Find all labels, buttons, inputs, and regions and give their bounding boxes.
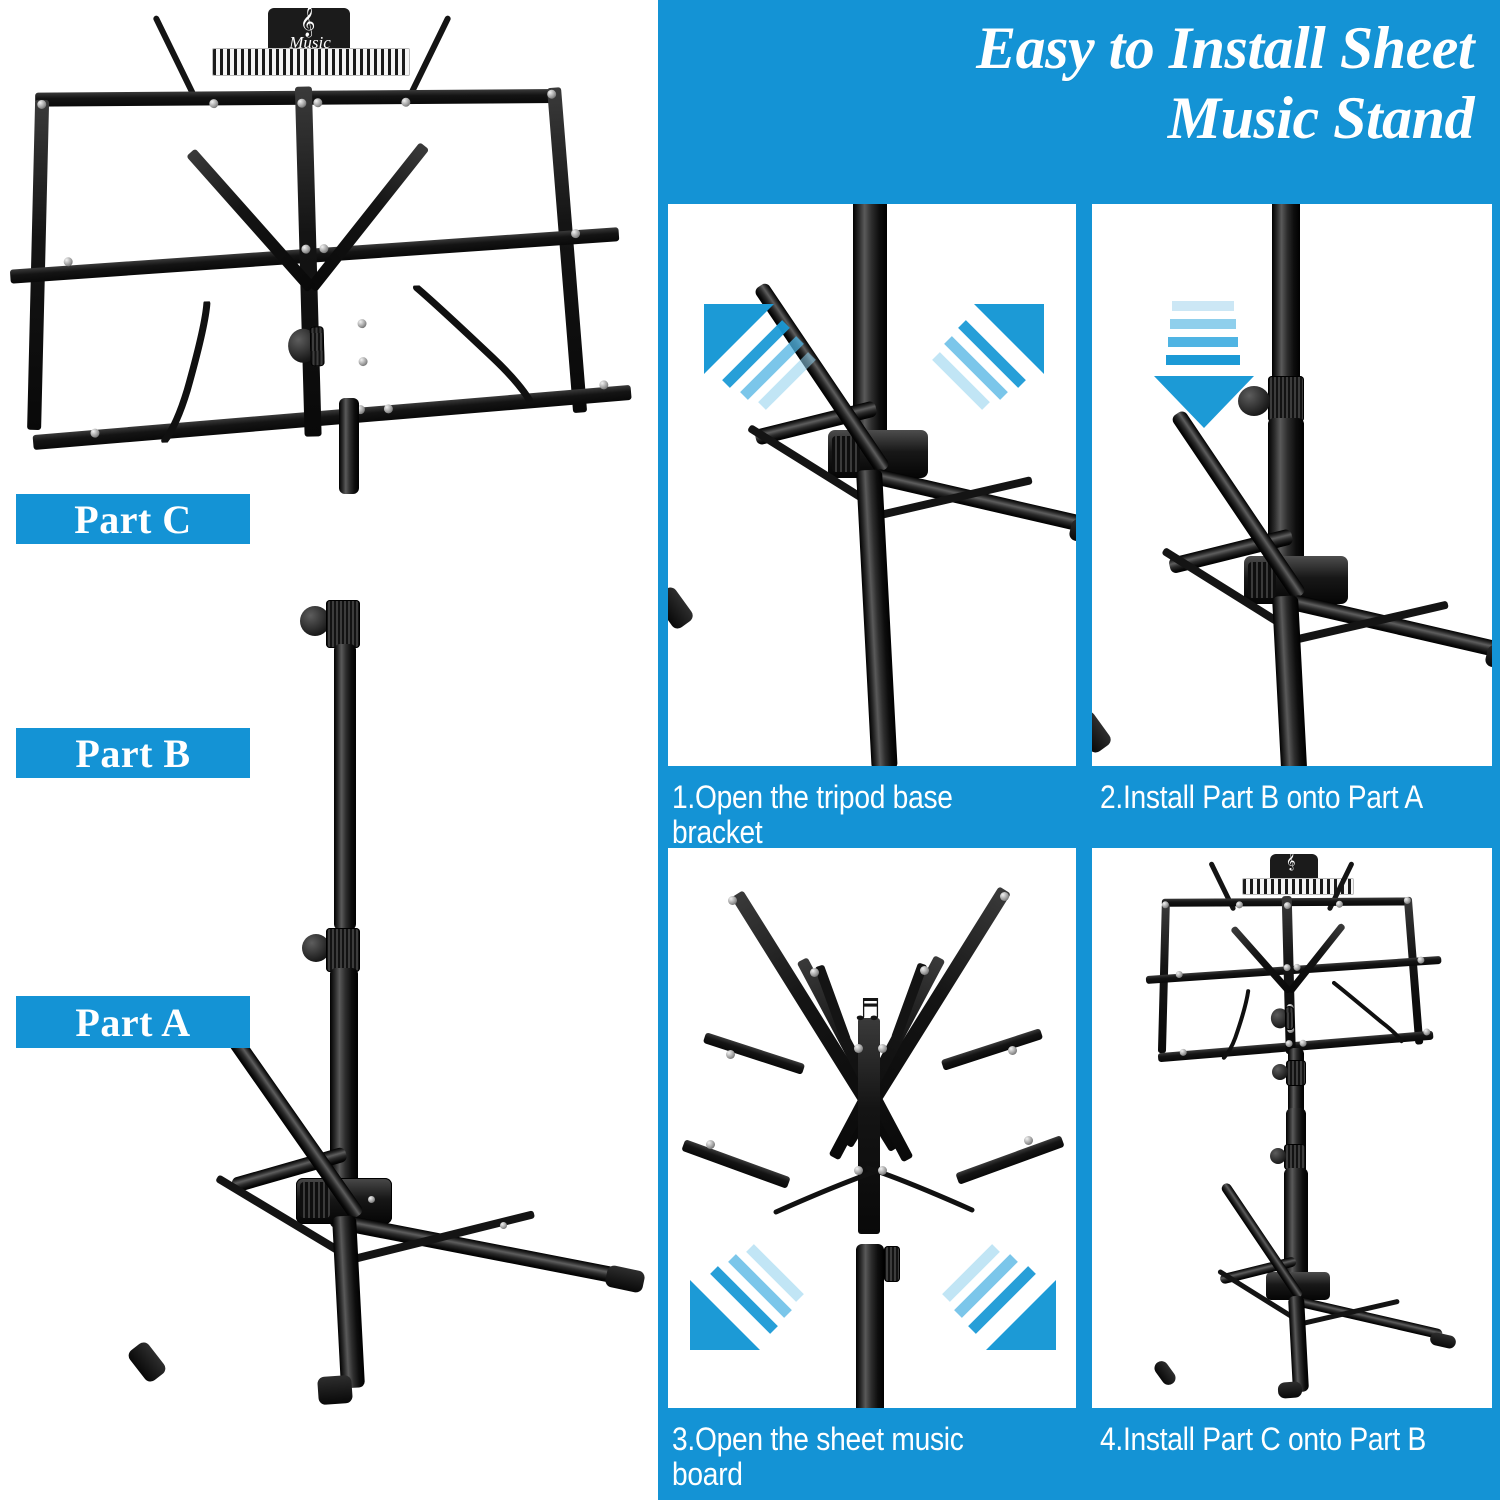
title-line-1: Easy to Install Sheet xyxy=(976,15,1474,81)
part-a-knob[interactable] xyxy=(302,934,330,962)
part-b-badge: Part B xyxy=(16,728,250,778)
part-b-illustration xyxy=(0,600,658,930)
steps-grid: 1.Open the tripod base bracket xyxy=(658,198,1500,1500)
part-c-badge: Part C xyxy=(16,494,250,544)
instructions-section: Easy to Install Sheet Music Stand xyxy=(658,0,1500,1500)
page-holder-left-icon xyxy=(161,300,211,443)
treble-clef-icon: 𝄞 xyxy=(300,7,316,37)
lyre-bracket-icon: ♬ xyxy=(854,993,881,1028)
piano-keyboard-clip-icon xyxy=(212,48,410,76)
part-b-collar xyxy=(326,600,360,648)
part-a-lower-shaft xyxy=(332,1215,365,1389)
step-1-arrow-left-icon xyxy=(700,300,830,410)
music-desk-frame xyxy=(0,61,663,479)
step-2-knob[interactable] xyxy=(1238,386,1270,416)
step-3-arrow-right-icon xyxy=(930,1244,1060,1360)
header-banner: Easy to Install Sheet Music Stand xyxy=(658,0,1500,198)
title-line-2: Music Stand xyxy=(1167,84,1475,151)
tripod-foot-left xyxy=(125,1339,169,1385)
step-3-arrow-left-icon xyxy=(686,1244,816,1360)
part-c-shaft xyxy=(339,398,359,494)
grid-edge-top xyxy=(658,198,1500,204)
step-3-image: ♬ xyxy=(668,848,1076,1408)
part-a-collar xyxy=(326,928,360,972)
grid-divider-horizontal xyxy=(658,766,1500,848)
page-title: Easy to Install Sheet Music Stand xyxy=(684,14,1474,153)
music-logo-text: Music xyxy=(289,33,331,52)
page-holder-right-icon xyxy=(413,284,534,404)
step-2-image xyxy=(1092,204,1492,766)
part-b-shaft xyxy=(334,644,356,930)
step-2-arrow-down-icon xyxy=(1150,296,1260,432)
step-4-caption-top: 4.Install Part C onto Part B xyxy=(1100,1421,1426,1457)
grid-edge-right xyxy=(1492,198,1500,1500)
folded-board: ♬ xyxy=(668,848,1076,1308)
exploded-parts-column: 𝄞 Music xyxy=(0,0,658,1500)
tripod-foot-center xyxy=(317,1374,353,1406)
part-a-illustration xyxy=(0,920,658,1500)
step-2-caption-top: 2.Install Part B onto Part A xyxy=(1100,779,1423,815)
grid-edge-left xyxy=(658,198,668,1500)
step-4-image: 𝄞 xyxy=(1092,848,1492,1408)
step-3-caption-top: 3.Open the sheet music board xyxy=(672,1421,964,1492)
step-1-arrow-right-icon xyxy=(918,300,1048,410)
part-c-illustration: 𝄞 Music xyxy=(0,0,658,494)
grid-edge-bottom xyxy=(658,1408,1500,1500)
grid-divider-vertical-bottom xyxy=(1076,842,1092,1414)
tripod-foot-right xyxy=(604,1264,646,1294)
part-b-knob[interactable] xyxy=(300,606,330,636)
step-1-image xyxy=(668,204,1076,766)
part-a-badge: Part A xyxy=(16,996,250,1048)
step-1-caption-top: 1.Open the tripod base bracket xyxy=(672,779,953,850)
grid-divider-vertical-top xyxy=(1076,198,1092,774)
